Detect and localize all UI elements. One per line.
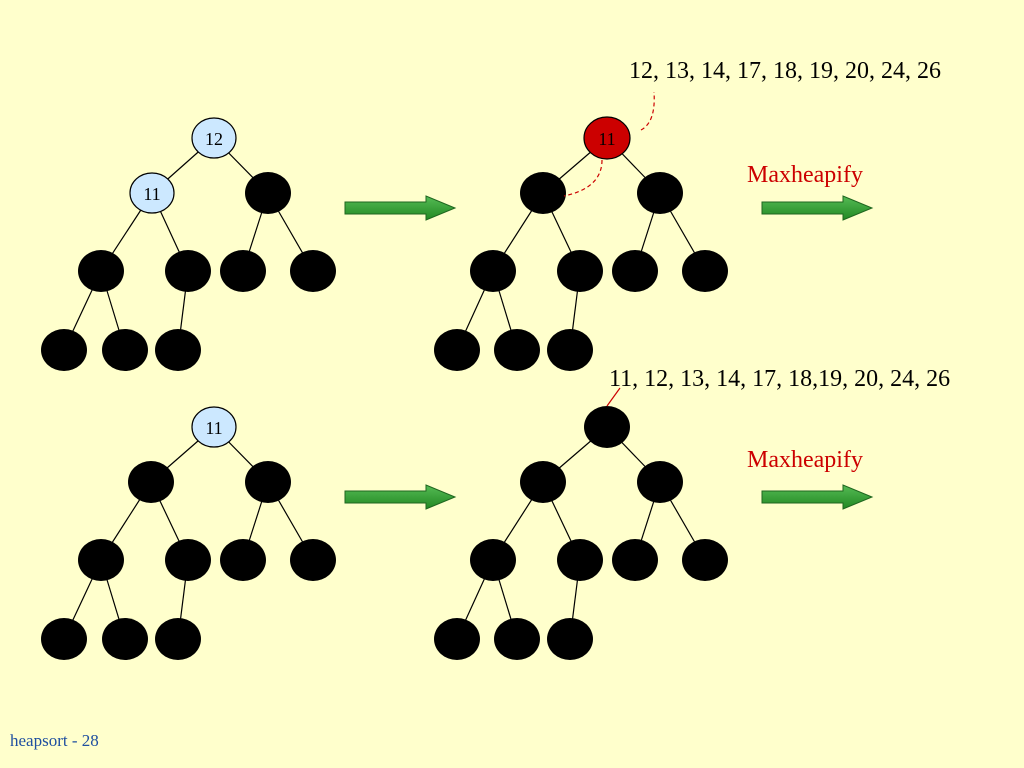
heap-node-root-label: 12 (205, 129, 223, 149)
heap-node-root (191, 117, 237, 159)
heap-node (102, 618, 148, 660)
maxheapify-arrow-bottom (761, 484, 874, 510)
tree-bottom-left (63, 426, 314, 640)
heap-node (155, 329, 201, 371)
heap-node (245, 172, 291, 214)
heap-node (547, 329, 593, 371)
heap-node (470, 250, 516, 292)
heap-node (434, 618, 480, 660)
transition-arrow-top (344, 195, 457, 221)
heap-node (494, 618, 540, 660)
heap-node (520, 172, 566, 214)
heap-node (434, 329, 480, 371)
heap-node (78, 539, 124, 581)
sorted-sequence-bottom: 11, 12, 13, 14, 17, 18,19, 20, 24, 26 (609, 366, 951, 392)
heap-node (612, 539, 658, 581)
heap-node (637, 461, 683, 503)
operation-label-bottom: Maxheapify (747, 447, 863, 473)
heap-node (245, 461, 291, 503)
heap-node (612, 250, 658, 292)
transition-arrow-bottom (344, 484, 457, 510)
heap-node-root-active-label: 11 (598, 129, 615, 149)
heap-node (165, 250, 211, 292)
heap-node-root (584, 406, 630, 448)
heap-node (128, 461, 174, 503)
heap-node-root-label: 11 (205, 418, 222, 438)
tree-bottom-right-nodes (434, 406, 728, 660)
sorted-sequence-top: 12, 13, 14, 17, 18, 19, 20, 24, 26 (629, 58, 941, 84)
heap-node (547, 618, 593, 660)
heap-node (220, 539, 266, 581)
maxheapify-arrow-top (761, 195, 874, 221)
operation-label-top: Maxheapify (747, 162, 863, 188)
heap-node (520, 461, 566, 503)
heap-node (470, 539, 516, 581)
tree-top-left-nodes: 12 11 (41, 117, 336, 371)
heap-node (290, 539, 336, 581)
heap-node (494, 329, 540, 371)
annotation-curve-sequence (640, 91, 655, 131)
slide-footer: heapsort - 28 (10, 731, 99, 750)
heap-node (290, 250, 336, 292)
heap-node (41, 329, 87, 371)
heap-node (220, 250, 266, 292)
tree-top-right (456, 137, 706, 351)
tree-bottom-right (456, 426, 706, 640)
heap-node-left-child (129, 172, 175, 214)
heap-node (78, 250, 124, 292)
heap-node (155, 618, 201, 660)
heap-node (682, 539, 728, 581)
heap-node (557, 250, 603, 292)
tree-top-right-nodes: 11 (434, 116, 728, 371)
annotation-curve-swap (563, 159, 603, 197)
heap-node (41, 618, 87, 660)
tree-top-left (63, 137, 314, 351)
heap-node-left-child-label: 11 (143, 184, 160, 204)
annotation-line-sequence (606, 387, 621, 407)
heap-node (557, 539, 603, 581)
heap-node-root-active (583, 116, 631, 160)
heap-node (165, 539, 211, 581)
tree-bottom-left-nodes: 11 (41, 406, 336, 660)
heap-node (102, 329, 148, 371)
heap-node (637, 172, 683, 214)
heap-node-root (191, 406, 237, 448)
heap-node (682, 250, 728, 292)
